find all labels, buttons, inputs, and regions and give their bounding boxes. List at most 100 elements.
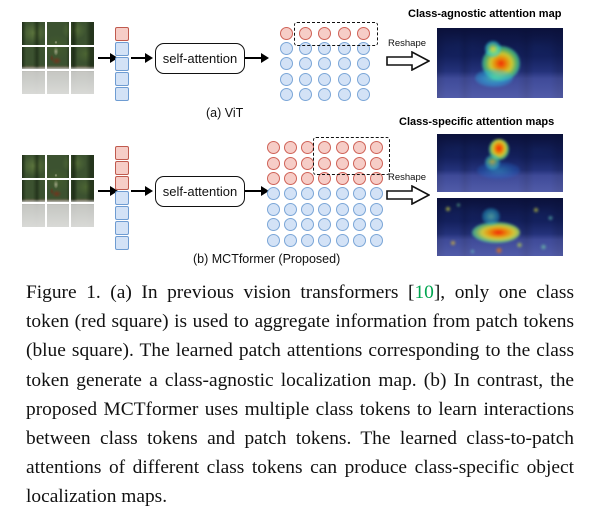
- attention-cell-patch: [337, 72, 351, 86]
- attention-cell-patch: [284, 187, 298, 201]
- image-patch: [22, 46, 45, 70]
- attention-cell-class: [335, 141, 349, 155]
- attention-cell-patch: [301, 202, 315, 216]
- attention-cell-class: [369, 172, 383, 186]
- attention-cell-patch: [335, 202, 349, 216]
- attention-cell-patch: [299, 57, 313, 71]
- image-patch: [71, 22, 94, 45]
- attention-cell-patch: [299, 72, 313, 86]
- image-patch: [46, 179, 70, 203]
- attention-cell-class: [352, 172, 366, 186]
- attention-cell-class: [301, 172, 315, 186]
- heat-blob: [477, 161, 521, 180]
- panel-b-reshape-arrow-icon: [386, 184, 431, 210]
- attention-cell-class: [318, 27, 332, 41]
- attention-cell-class: [267, 156, 281, 170]
- image-patch: [71, 204, 94, 227]
- image-patch: [46, 71, 70, 94]
- heat-blob: [484, 40, 502, 58]
- image-patch: [71, 179, 94, 203]
- heat-blob: [484, 154, 500, 170]
- heat-noise-dot: [547, 215, 553, 221]
- attention-cell-patch: [318, 202, 332, 216]
- panel-b-attention-grid: [265, 140, 385, 248]
- panel-b-self-attention-box: self-attention: [155, 176, 245, 207]
- attention-cell-class: [318, 156, 332, 170]
- attention-cell-patch: [284, 202, 298, 216]
- panel-b-label: (b) MCTformer (Proposed): [193, 252, 341, 266]
- patch-token-square: [115, 57, 129, 71]
- patch-token-square: [115, 206, 129, 220]
- attention-cell-patch: [352, 202, 366, 216]
- attention-cell-patch: [356, 87, 370, 101]
- attention-cell-patch: [301, 218, 315, 232]
- arrow-selfattention-to-grid-a: [245, 57, 263, 59]
- arrow-head-icon: [110, 53, 118, 63]
- attention-cell-patch: [301, 233, 315, 247]
- attention-cell-patch: [356, 57, 370, 71]
- class-agnostic-attention-map: [437, 28, 563, 98]
- attention-cell-patch: [369, 202, 383, 216]
- panel-b-token-column: [115, 146, 129, 250]
- heat-blob: [472, 222, 521, 244]
- class-specific-attention-map-person: [437, 134, 563, 192]
- image-patch: [22, 71, 45, 94]
- arrow-head-icon: [261, 186, 269, 196]
- panel-b-reshape-label: Reshape: [388, 172, 427, 183]
- figure-caption: Figure 1. (a) In previous vision transfo…: [26, 278, 574, 512]
- image-patch: [22, 204, 45, 227]
- heat-noise-dot: [444, 206, 451, 212]
- attention-cell-patch: [356, 72, 370, 86]
- attention-cell-class: [280, 27, 294, 41]
- attention-cell-patch: [267, 218, 281, 232]
- image-patch: [46, 22, 70, 45]
- panel-b-map-title: Class-specific attention maps: [399, 116, 555, 128]
- attention-cell-patch: [267, 187, 281, 201]
- attention-cell-class: [369, 141, 383, 155]
- patch-token-square: [115, 72, 129, 86]
- panel-a-self-attention-box: self-attention: [155, 43, 245, 74]
- image-patch: [46, 46, 70, 70]
- attention-cell-class: [318, 172, 332, 186]
- attention-cell-class: [301, 156, 315, 170]
- arrow-patches-to-tokens-b: [98, 190, 112, 192]
- attention-cell-class: [352, 156, 366, 170]
- class-specific-attention-map-horse: [437, 198, 563, 256]
- attention-cell-patch: [335, 187, 349, 201]
- heat-noise-dot: [516, 242, 523, 248]
- attention-cell-patch: [352, 233, 366, 247]
- attention-cell-patch: [356, 42, 370, 56]
- attention-cell-class: [352, 141, 366, 155]
- panel-a-label: (a) ViT: [206, 106, 244, 120]
- attention-cell-patch: [352, 187, 366, 201]
- attention-cell-patch: [280, 57, 294, 71]
- attention-cell-patch: [369, 233, 383, 247]
- attention-cell-class: [284, 172, 298, 186]
- image-patch: [71, 155, 94, 178]
- arrow-head-icon: [145, 186, 153, 196]
- attention-cell-class: [335, 156, 349, 170]
- attention-cell-patch: [299, 87, 313, 101]
- attention-cell-patch: [318, 87, 332, 101]
- attention-cell-class: [267, 141, 281, 155]
- panel-a-token-column: [115, 27, 129, 101]
- attention-cell-patch: [369, 187, 383, 201]
- citation-link-10[interactable]: 10: [414, 282, 434, 303]
- panel-a-input-patch-grid: [22, 22, 94, 94]
- arrow-head-icon: [145, 53, 153, 63]
- class-token-square: [115, 161, 129, 175]
- image-patch: [71, 46, 94, 70]
- image-patch: [22, 22, 45, 45]
- attention-cell-class: [267, 172, 281, 186]
- attention-cell-patch: [318, 218, 332, 232]
- heat-blob: [474, 68, 513, 87]
- attention-cell-class: [337, 27, 351, 41]
- image-patch: [46, 155, 70, 178]
- panel-a-map-title: Class-agnostic attention map: [408, 8, 562, 20]
- attention-cell-class: [318, 141, 332, 155]
- class-token-square: [115, 27, 129, 41]
- attention-cell-patch: [301, 187, 315, 201]
- attention-cell-class: [301, 141, 315, 155]
- attention-cell-patch: [280, 42, 294, 56]
- patch-token-square: [115, 236, 129, 250]
